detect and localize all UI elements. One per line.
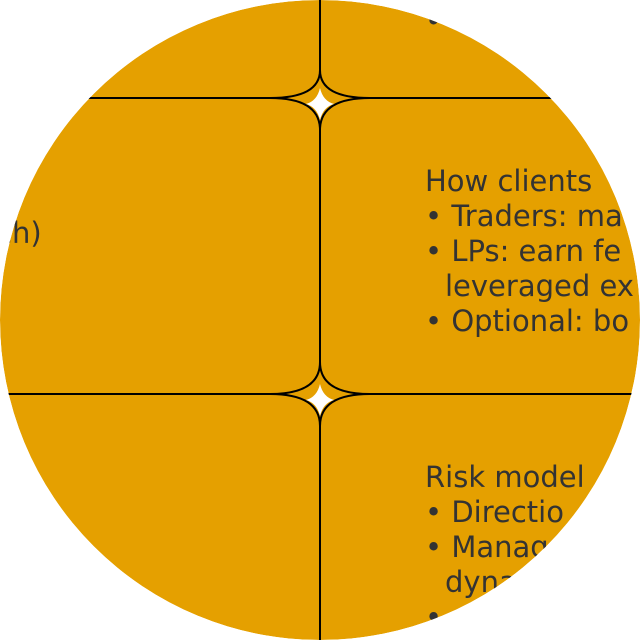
cell-bottom-right [319, 393, 640, 640]
junction-gap-upper [306, 88, 334, 120]
junction-gap-lower [306, 384, 334, 416]
